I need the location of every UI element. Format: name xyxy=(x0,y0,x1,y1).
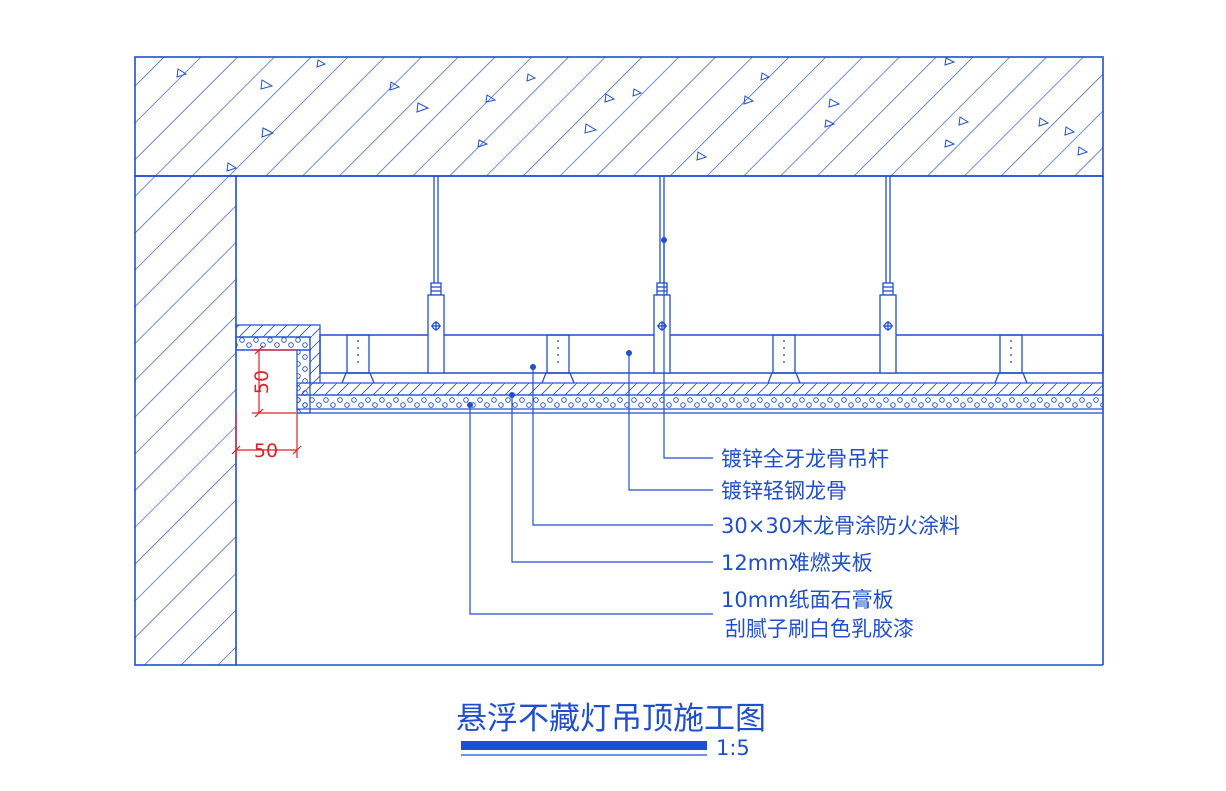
callout-label-gypsum: 10mm纸面石膏板 xyxy=(721,588,894,612)
callout-label-steel-keel: 镀锌轻钢龙骨 xyxy=(721,479,847,503)
callout-dots xyxy=(467,237,667,408)
callout-label-paint: 刮腻子刷白色乳胶漆 xyxy=(725,617,914,641)
edge-return xyxy=(235,324,321,414)
left-wall xyxy=(134,175,237,666)
hanger-rod-3 xyxy=(879,176,897,374)
dimension-horizontal-label: 50 xyxy=(254,440,278,462)
runner-clip-2 xyxy=(541,334,575,384)
callout-label-wood-keel: 30×30木龙骨涂防火涂料 xyxy=(721,514,960,538)
dimension-vertical xyxy=(252,345,296,418)
dimension-vertical-label: 50 xyxy=(251,370,273,394)
drawing-scale: 1:5 xyxy=(716,736,750,760)
runner-clips xyxy=(341,334,1028,384)
runner-clip-1 xyxy=(341,334,375,384)
dimension-horizontal xyxy=(231,413,302,458)
plywood-gypsum-board xyxy=(296,394,1104,414)
room-outline xyxy=(236,175,1104,666)
runner-clip-3 xyxy=(767,334,801,384)
hanger-rod-2 xyxy=(653,176,671,374)
callout-leaders xyxy=(469,240,713,615)
callout-label-hanger-rod: 镀锌全牙龙骨吊杆 xyxy=(721,447,889,471)
wood-keel-layer xyxy=(296,382,1104,396)
concrete-slab xyxy=(134,56,1104,177)
hanger-rod-1 xyxy=(427,176,445,374)
callout-label-plywood: 12mm难燃夹板 xyxy=(721,551,873,575)
title-underline-thick xyxy=(461,741,707,750)
drawing-title: 悬浮不藏灯吊顶施工图 xyxy=(456,701,766,737)
runner-clip-4 xyxy=(994,334,1028,384)
